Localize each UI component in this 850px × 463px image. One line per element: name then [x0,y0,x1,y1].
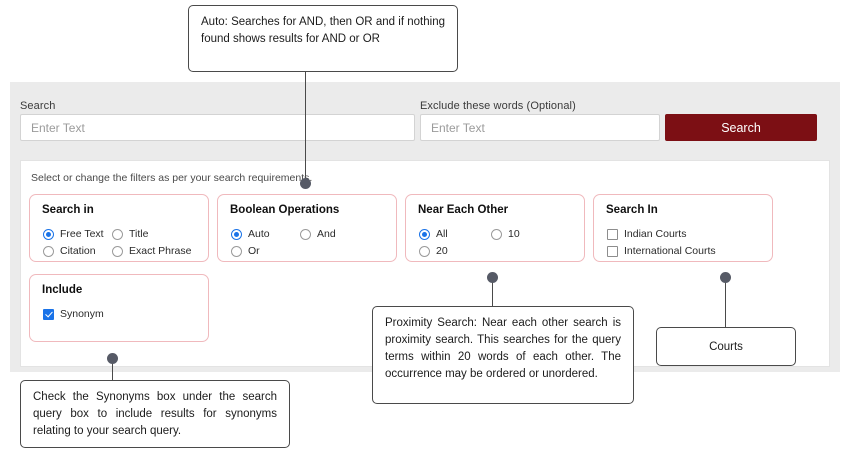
callout-auto: Auto: Searches for AND, then OR and if n… [188,5,458,72]
radio-option-free-text[interactable]: Free Text [43,228,104,240]
filter-hint-text: Select or change the filters as per your… [31,172,313,184]
option-label: Exact Phrase [129,245,192,257]
option-label: Or [248,245,260,257]
filter-box-title: Boolean Operations [230,204,340,216]
radio-option-or[interactable]: Or [231,245,260,257]
filter-box-title: Include [42,284,83,296]
radio-option-auto[interactable]: Auto [231,228,270,240]
radio-icon[interactable] [491,228,502,240]
connector-auto [305,72,306,184]
callout-synonym: Check the Synonyms box under the search … [20,380,290,448]
filter-box-title: Near Each Other [418,204,509,216]
search-input[interactable]: Enter Text [20,114,415,141]
radio-option-title[interactable]: Title [112,228,148,240]
filter-box-near-each-other: Near Each Other All 10 20 [405,194,585,262]
option-label: 20 [436,245,448,257]
filter-box-search-in-courts: Search In Indian Courts International Co… [593,194,773,262]
radio-icon[interactable] [112,245,123,257]
radio-icon[interactable] [43,228,54,240]
connector-proximity [492,277,493,306]
callout-proximity: Proximity Search: Near each other search… [372,306,634,404]
radio-icon[interactable] [419,245,430,257]
connector-courts [725,277,726,327]
radio-icon[interactable] [43,245,54,257]
radio-icon[interactable] [419,228,430,240]
radio-option-citation[interactable]: Citation [43,245,96,257]
exclude-field-label: Exclude these words (Optional) [420,100,576,112]
filter-box-boolean-operations: Boolean Operations Auto And Or [217,194,397,262]
connector-dot-proximity [487,272,498,283]
option-label: Indian Courts [624,228,687,240]
filter-box-title: Search in [42,204,94,216]
checkbox-icon[interactable] [43,308,54,320]
callout-courts: Courts [656,327,796,366]
radio-icon[interactable] [231,245,242,257]
radio-option-and[interactable]: And [300,228,336,240]
connector-dot-courts [720,272,731,283]
checkbox-icon[interactable] [607,245,618,257]
option-label: Citation [60,245,96,257]
radio-option-10[interactable]: 10 [491,228,520,240]
connector-dot-synonym [107,353,118,364]
filter-box-include: Include Synonym [29,274,209,342]
option-label: And [317,228,336,240]
option-label: International Courts [624,245,716,257]
option-label: All [436,228,448,240]
checkbox-option-indian-courts[interactable]: Indian Courts [607,228,686,240]
filter-box-search-in: Search in Free Text Title Citation Exact… [29,194,209,262]
filter-box-title: Search In [606,204,658,216]
option-label: Auto [248,228,270,240]
search-field-label: Search [20,100,56,112]
search-button[interactable]: Search [665,114,817,141]
radio-icon[interactable] [112,228,123,240]
option-label: Synonym [60,308,104,320]
checkbox-option-international-courts[interactable]: International Courts [607,245,716,257]
radio-icon[interactable] [300,228,311,240]
radio-icon[interactable] [231,228,242,240]
radio-option-all[interactable]: All [419,228,448,240]
connector-dot-auto [300,178,311,189]
checkbox-option-synonym[interactable]: Synonym [43,308,104,320]
exclude-words-input[interactable]: Enter Text [420,114,660,141]
radio-option-20[interactable]: 20 [419,245,448,257]
option-label: Free Text [60,228,104,240]
option-label: Title [129,228,149,240]
radio-option-exact-phrase[interactable]: Exact Phrase [112,245,191,257]
checkbox-icon[interactable] [607,228,618,240]
option-label: 10 [508,228,520,240]
connector-synonym [112,358,113,380]
